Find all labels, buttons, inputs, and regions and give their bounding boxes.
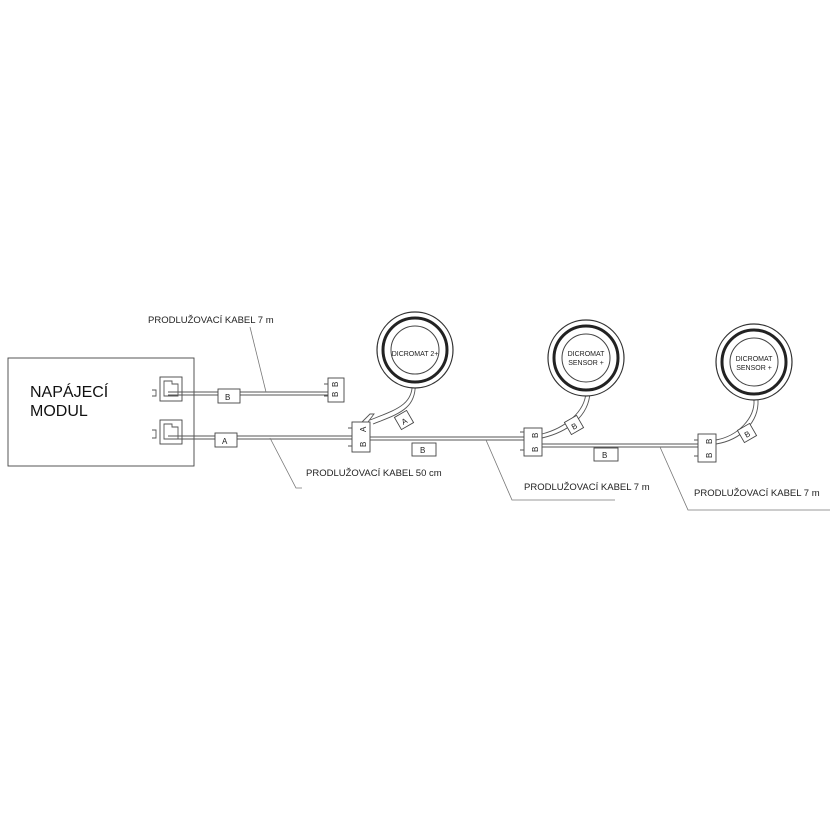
connector-end-top: B B bbox=[324, 377, 345, 403]
svg-text:B: B bbox=[531, 447, 540, 452]
svg-text:B: B bbox=[705, 439, 714, 444]
tag-a-main: A bbox=[214, 432, 238, 448]
t-connector-1: A B bbox=[348, 413, 375, 453]
leader-top bbox=[249, 326, 267, 393]
tag-b-t2: B bbox=[593, 447, 619, 462]
sensor3-label-1: DICROMAT bbox=[736, 356, 774, 363]
t-connector-3: B B bbox=[694, 433, 717, 463]
label-cable-top: PRODLUŽOVACÍ KABEL 7 m bbox=[148, 315, 274, 326]
svg-text:A: A bbox=[400, 416, 410, 427]
module-title-line1: NAPÁJECÍ bbox=[30, 382, 109, 401]
sensor3-lead-1 bbox=[715, 399, 755, 441]
svg-text:B: B bbox=[359, 442, 368, 447]
sensor-2: DICROMAT SENSOR + bbox=[547, 319, 625, 397]
svg-text:B: B bbox=[570, 421, 579, 431]
label-cable-50cm: PRODLUŽOVACÍ KABEL 50 cm bbox=[306, 468, 442, 479]
t-connector-2: B B bbox=[520, 427, 543, 457]
tag-b-top: B bbox=[217, 388, 241, 404]
module-title-line2: MODUL bbox=[30, 403, 88, 420]
power-module-box bbox=[7, 357, 195, 467]
tag-b-sensor2: B bbox=[563, 414, 585, 436]
svg-text:B: B bbox=[531, 433, 540, 438]
svg-text:B: B bbox=[705, 453, 714, 458]
svg-text:B: B bbox=[331, 392, 340, 397]
label-cable-mid: PRODLUŽOVACÍ KABEL 7 m bbox=[524, 482, 650, 493]
sensor3-label-2: SENSOR + bbox=[736, 365, 772, 372]
leader-50cm bbox=[269, 437, 302, 489]
sensor2-label-2: SENSOR + bbox=[568, 360, 604, 367]
svg-text:B: B bbox=[420, 446, 425, 455]
sensor2-lead-2 bbox=[541, 391, 591, 439]
leader-mid bbox=[485, 439, 615, 501]
svg-text:B: B bbox=[743, 429, 752, 439]
svg-text:A: A bbox=[222, 437, 228, 446]
tag-b-sensor3: B bbox=[736, 422, 758, 444]
label-cable-right: PRODLUŽOVACÍ KABEL 7 m bbox=[694, 488, 820, 499]
svg-text:B: B bbox=[602, 451, 607, 460]
svg-text:B: B bbox=[331, 382, 340, 387]
sensor-1: DICROMAT 2+ bbox=[376, 311, 454, 389]
tag-a-sensor1: A bbox=[393, 409, 415, 431]
socket-bottom bbox=[152, 419, 183, 445]
tag-b-t1: B bbox=[411, 442, 437, 457]
sensor1-label: DICROMAT 2+ bbox=[392, 351, 439, 358]
sensor-3: DICROMAT SENSOR + bbox=[715, 323, 793, 401]
svg-text:B: B bbox=[225, 393, 230, 402]
sensor2-label-1: DICROMAT bbox=[568, 351, 606, 358]
svg-text:A: A bbox=[359, 426, 368, 432]
leader-right bbox=[659, 446, 830, 511]
